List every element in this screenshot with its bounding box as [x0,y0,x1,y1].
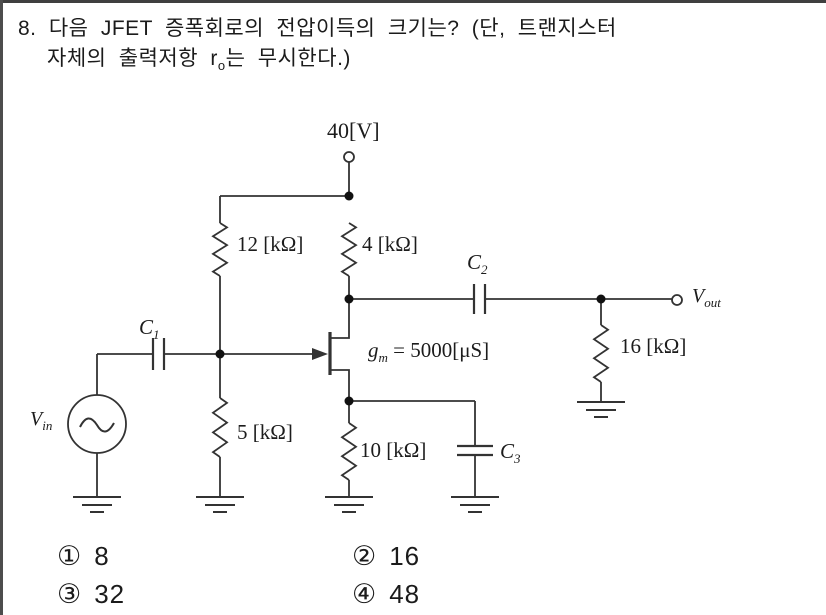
option-2: ② 16 [352,541,420,572]
gate-arrow-icon [312,348,328,360]
option-3-value: 32 [94,579,126,609]
junction-dots [215,191,606,406]
supply-voltage-label: 40[V] [327,118,380,143]
junction-dot-drain [344,294,354,304]
ground-symbol-vin [73,496,121,513]
ground-symbol-5k [196,496,244,513]
junction-dot-output [596,294,606,304]
option-4-circled-number: ④ [352,579,377,609]
capacitor-c2-label: C2 [467,250,488,278]
option-3-circled-number: ③ [57,579,82,609]
ground-symbol-16k [577,401,625,418]
resistor-10k [340,422,358,481]
sine-wave-icon [79,417,115,433]
option-2-circled-number: ② [352,541,377,571]
option-4: ④ 48 [352,579,420,610]
option-1: ① 8 [57,541,110,572]
resistor-5k-label: 5 [kΩ] [237,420,293,444]
option-2-value: 16 [389,541,421,571]
question-line-1: 8. 다음 JFET 증폭회로의 전압이득의 크기는? (단, 트랜지스터 [18,12,617,42]
option-1-circled-number: ① [57,541,82,571]
resistor-16k-label: 16 [kΩ] [620,334,687,358]
resistor-4k [340,222,358,277]
left-border-line [0,0,3,615]
capacitor-c1 [151,338,166,370]
supply-rail-wires [219,162,350,223]
r-o-subscript: o [217,58,226,74]
question-number: 8. [18,17,37,40]
jfet-source-lead [330,369,350,401]
option-1-value: 8 [94,541,110,571]
option-3: ③ 32 [57,579,125,610]
supply-terminal [343,151,355,163]
resistor-16k [592,324,610,383]
question-text: 다음 JFET 증폭회로의 전압이득의 크기는? (단, 트랜지스터 [48,17,617,40]
resistor-10k-label: 10 [kΩ] [360,438,427,462]
junction-dot-source [344,396,354,406]
capacitor-c3-label: C3 [500,439,521,467]
jfet-drain-lead [330,299,350,339]
jfet-symbol [220,299,350,401]
option-4-value: 48 [389,579,421,609]
vout-label: Vout [692,285,721,310]
top-border-line [0,0,826,3]
junction-dot-supply [344,191,354,201]
junction-dot-gate [215,349,225,359]
gm-value-label: gm = 5000[μS] [368,338,490,366]
resistor-5k [211,397,229,458]
capacitor-c2 [472,284,487,314]
ground-symbol-10k [325,496,373,513]
ground-symbol-c3 [451,496,499,513]
resistor-12k [211,222,229,277]
ac-source [67,394,127,454]
wire-source-to-c3 [349,400,476,445]
capacitor-c1-label: C1 [139,315,160,343]
capacitor-c3 [457,444,493,457]
resistor-4k-label: 4 [kΩ] [362,232,418,256]
vout-terminal [671,294,683,306]
resistor-12k-label: 12 [kΩ] [237,232,304,256]
question-line-2: 자체의 출력저항 ro는 무시한다.) [47,47,351,74]
vin-label: Vin [30,408,53,433]
